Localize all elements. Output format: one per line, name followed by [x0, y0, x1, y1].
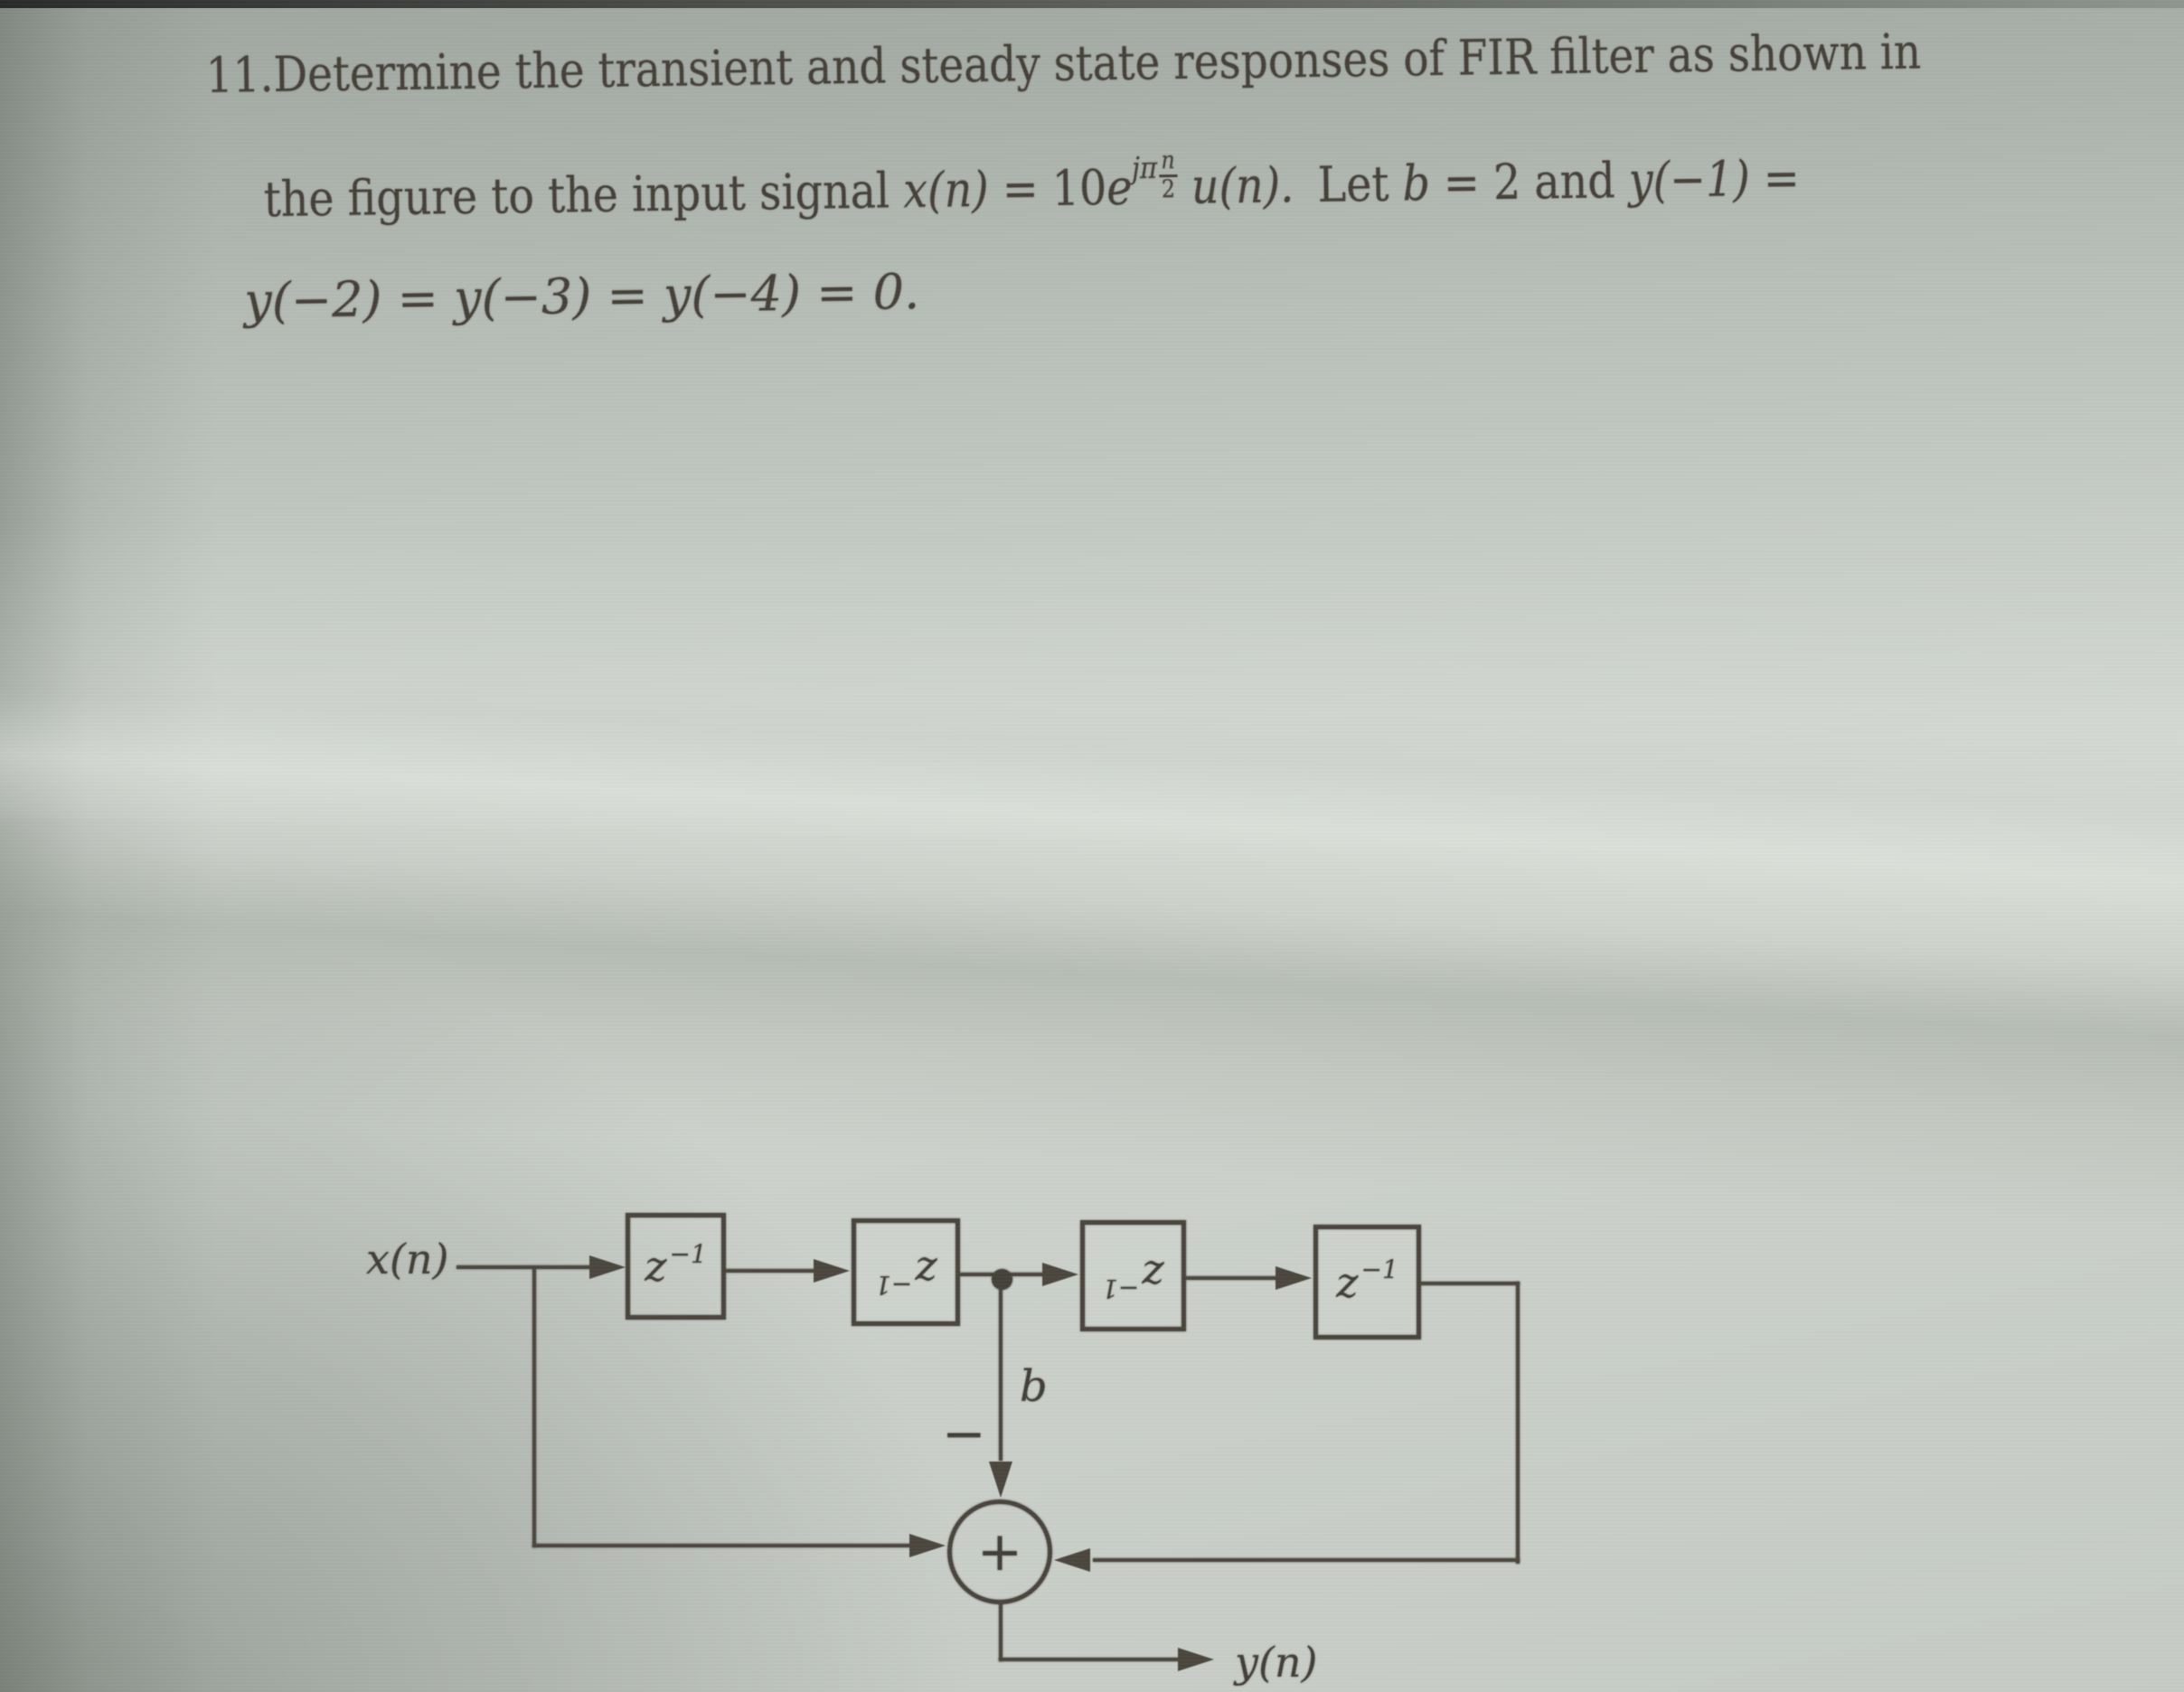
line2-let-word: Let — [1317, 155, 1403, 213]
wire-delay4-output — [1421, 1282, 1520, 1285]
wire-right-vertical — [1516, 1282, 1520, 1564]
delay-2-exponent: −1 — [874, 1269, 913, 1300]
problem-line-1-text: 11.Determine the transient and steady st… — [205, 23, 1922, 104]
arrowhead-branch-into-adder — [909, 1534, 946, 1557]
delay-block-4: z−1 — [1313, 1225, 1421, 1340]
plus-sign-label: + — [976, 1520, 1023, 1584]
delay-block-2: z−1 — [852, 1218, 960, 1326]
delay-block-4-label: z−1 — [1336, 1255, 1398, 1307]
delay-block-1-label: z−1 — [645, 1238, 707, 1291]
arrowhead-right-into-adder — [1054, 1548, 1090, 1572]
wire-delay3-to-delay4 — [1186, 1276, 1277, 1280]
summing-junction: + — [947, 1499, 1052, 1604]
problem-line-1: 11.Determine the transient and steady st… — [205, 20, 2178, 104]
delay-4-base: z — [1336, 1257, 1359, 1307]
delay-1-exponent: −1 — [669, 1238, 707, 1269]
line2-e-base: e — [1106, 158, 1133, 217]
line2-u-of-n: u(n). — [1177, 156, 1294, 216]
delay-block-2-label: z−1 — [874, 1247, 937, 1300]
minus-sign-label: − — [942, 1403, 986, 1464]
arrowhead-output — [1178, 1648, 1214, 1671]
tap-junction-dot — [992, 1269, 1012, 1290]
wire-delay1-to-delay2 — [726, 1269, 816, 1273]
line2-eq-two-and: = 2 and — [1429, 152, 1630, 212]
delay-block-3: z−1 — [1080, 1220, 1186, 1331]
problem-line-2: the figure to the input signal x(n) = 10… — [263, 146, 2010, 234]
problem-line-2-text: the figure to the input signal x(n) = 10… — [263, 147, 1801, 234]
exponent-fraction-numerator: n — [1158, 147, 1178, 178]
arrowhead-into-delay-1 — [589, 1255, 626, 1279]
line2-y-neg1: y(−1) — [1628, 150, 1751, 210]
output-signal-label: y(n) — [1235, 1638, 1318, 1687]
delay-4-exponent: −1 — [1360, 1255, 1398, 1285]
line2-eq-ten: = 10 — [988, 159, 1107, 218]
wire-output-vertical — [999, 1601, 1003, 1661]
wire-tap-gain-vertical — [999, 1289, 1003, 1461]
delay-3-exponent: −1 — [1102, 1273, 1140, 1303]
arrowhead-into-delay-3 — [1042, 1263, 1078, 1286]
wire-input-branch-vertical — [532, 1267, 536, 1547]
input-signal-label: x(n) — [366, 1235, 449, 1283]
wire-output-horizontal — [999, 1658, 1180, 1661]
line2-x-of-n: x(n) — [902, 160, 990, 220]
wire-input-branch-horizontal — [532, 1544, 910, 1547]
arrowhead-gain-into-adder — [989, 1462, 1012, 1498]
delay-2-base: z — [915, 1247, 937, 1297]
exponent-fraction-denominator: 2 — [1161, 175, 1176, 204]
delay-3-base: z — [1142, 1251, 1164, 1301]
problem-statement: 11.Determine the transient and steady st… — [0, 0, 2182, 330]
line2-prefix: the figure to the input signal — [263, 162, 904, 229]
wire-input — [457, 1265, 592, 1269]
line2-b-var: b — [1402, 155, 1431, 212]
delay-1-base: z — [645, 1242, 667, 1291]
wire-right-into-adder — [1093, 1558, 1520, 1562]
line2-trailing-eq: = — [1749, 149, 1801, 208]
arrowhead-into-delay-4 — [1276, 1266, 1312, 1290]
delay-block-1: z−1 — [626, 1213, 726, 1320]
exponent-jpi: jπ — [1131, 150, 1158, 186]
problem-line-3: y(−2) = y(−3) = y(−4) = 0. — [244, 263, 920, 329]
delay-block-3-label: z−1 — [1102, 1251, 1164, 1303]
gain-label: b — [1020, 1361, 1048, 1412]
arrowhead-into-delay-2 — [814, 1259, 850, 1283]
problem-line-3-text: y(−2) = y(−3) = y(−4) = 0. — [243, 263, 920, 330]
